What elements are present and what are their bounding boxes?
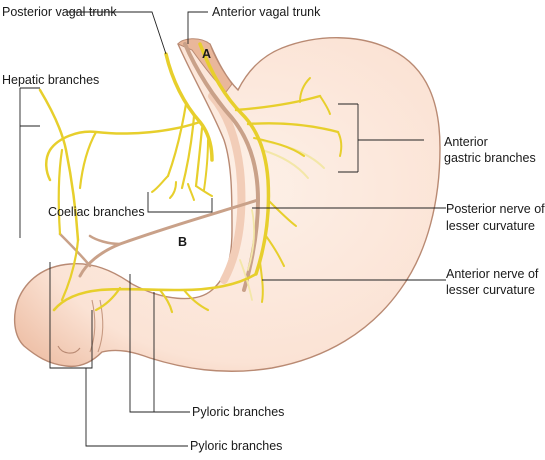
label-pyloric-branches-upper: Pyloric branches xyxy=(192,405,284,419)
label-posterior-nerve-line2: lesser curvature xyxy=(446,219,535,233)
labels: Posterior vagal trunk Anterior vagal tru… xyxy=(2,5,545,453)
duodenum-cut xyxy=(57,345,81,354)
label-anterior-vagal-trunk: Anterior vagal trunk xyxy=(212,5,321,19)
label-posterior-nerve-line1: Posterior nerve of xyxy=(446,202,545,216)
label-anterior-gastric-line2: gastric branches xyxy=(444,151,536,165)
label-posterior-vagal-trunk: Posterior vagal trunk xyxy=(2,5,117,19)
label-pyloric-branches-lower: Pyloric branches xyxy=(190,439,282,453)
label-anterior-nerve-line1: Anterior nerve of xyxy=(446,267,539,281)
label-coeliac-branches: Coeliac branches xyxy=(48,205,145,219)
label-anterior-gastric-line1: Anterior xyxy=(444,135,488,149)
marker-a: A xyxy=(202,47,211,61)
label-hepatic-branches: Hepatic branches xyxy=(2,73,99,87)
leader-lines xyxy=(19,11,446,447)
marker-b: B xyxy=(178,235,187,249)
anterior-vagal-nerves xyxy=(38,42,343,314)
pylorus xyxy=(89,299,104,353)
lesser-curvature-shade xyxy=(208,92,246,284)
label-anterior-nerve-line2: lesser curvature xyxy=(446,283,535,297)
oesophagus xyxy=(177,38,233,93)
